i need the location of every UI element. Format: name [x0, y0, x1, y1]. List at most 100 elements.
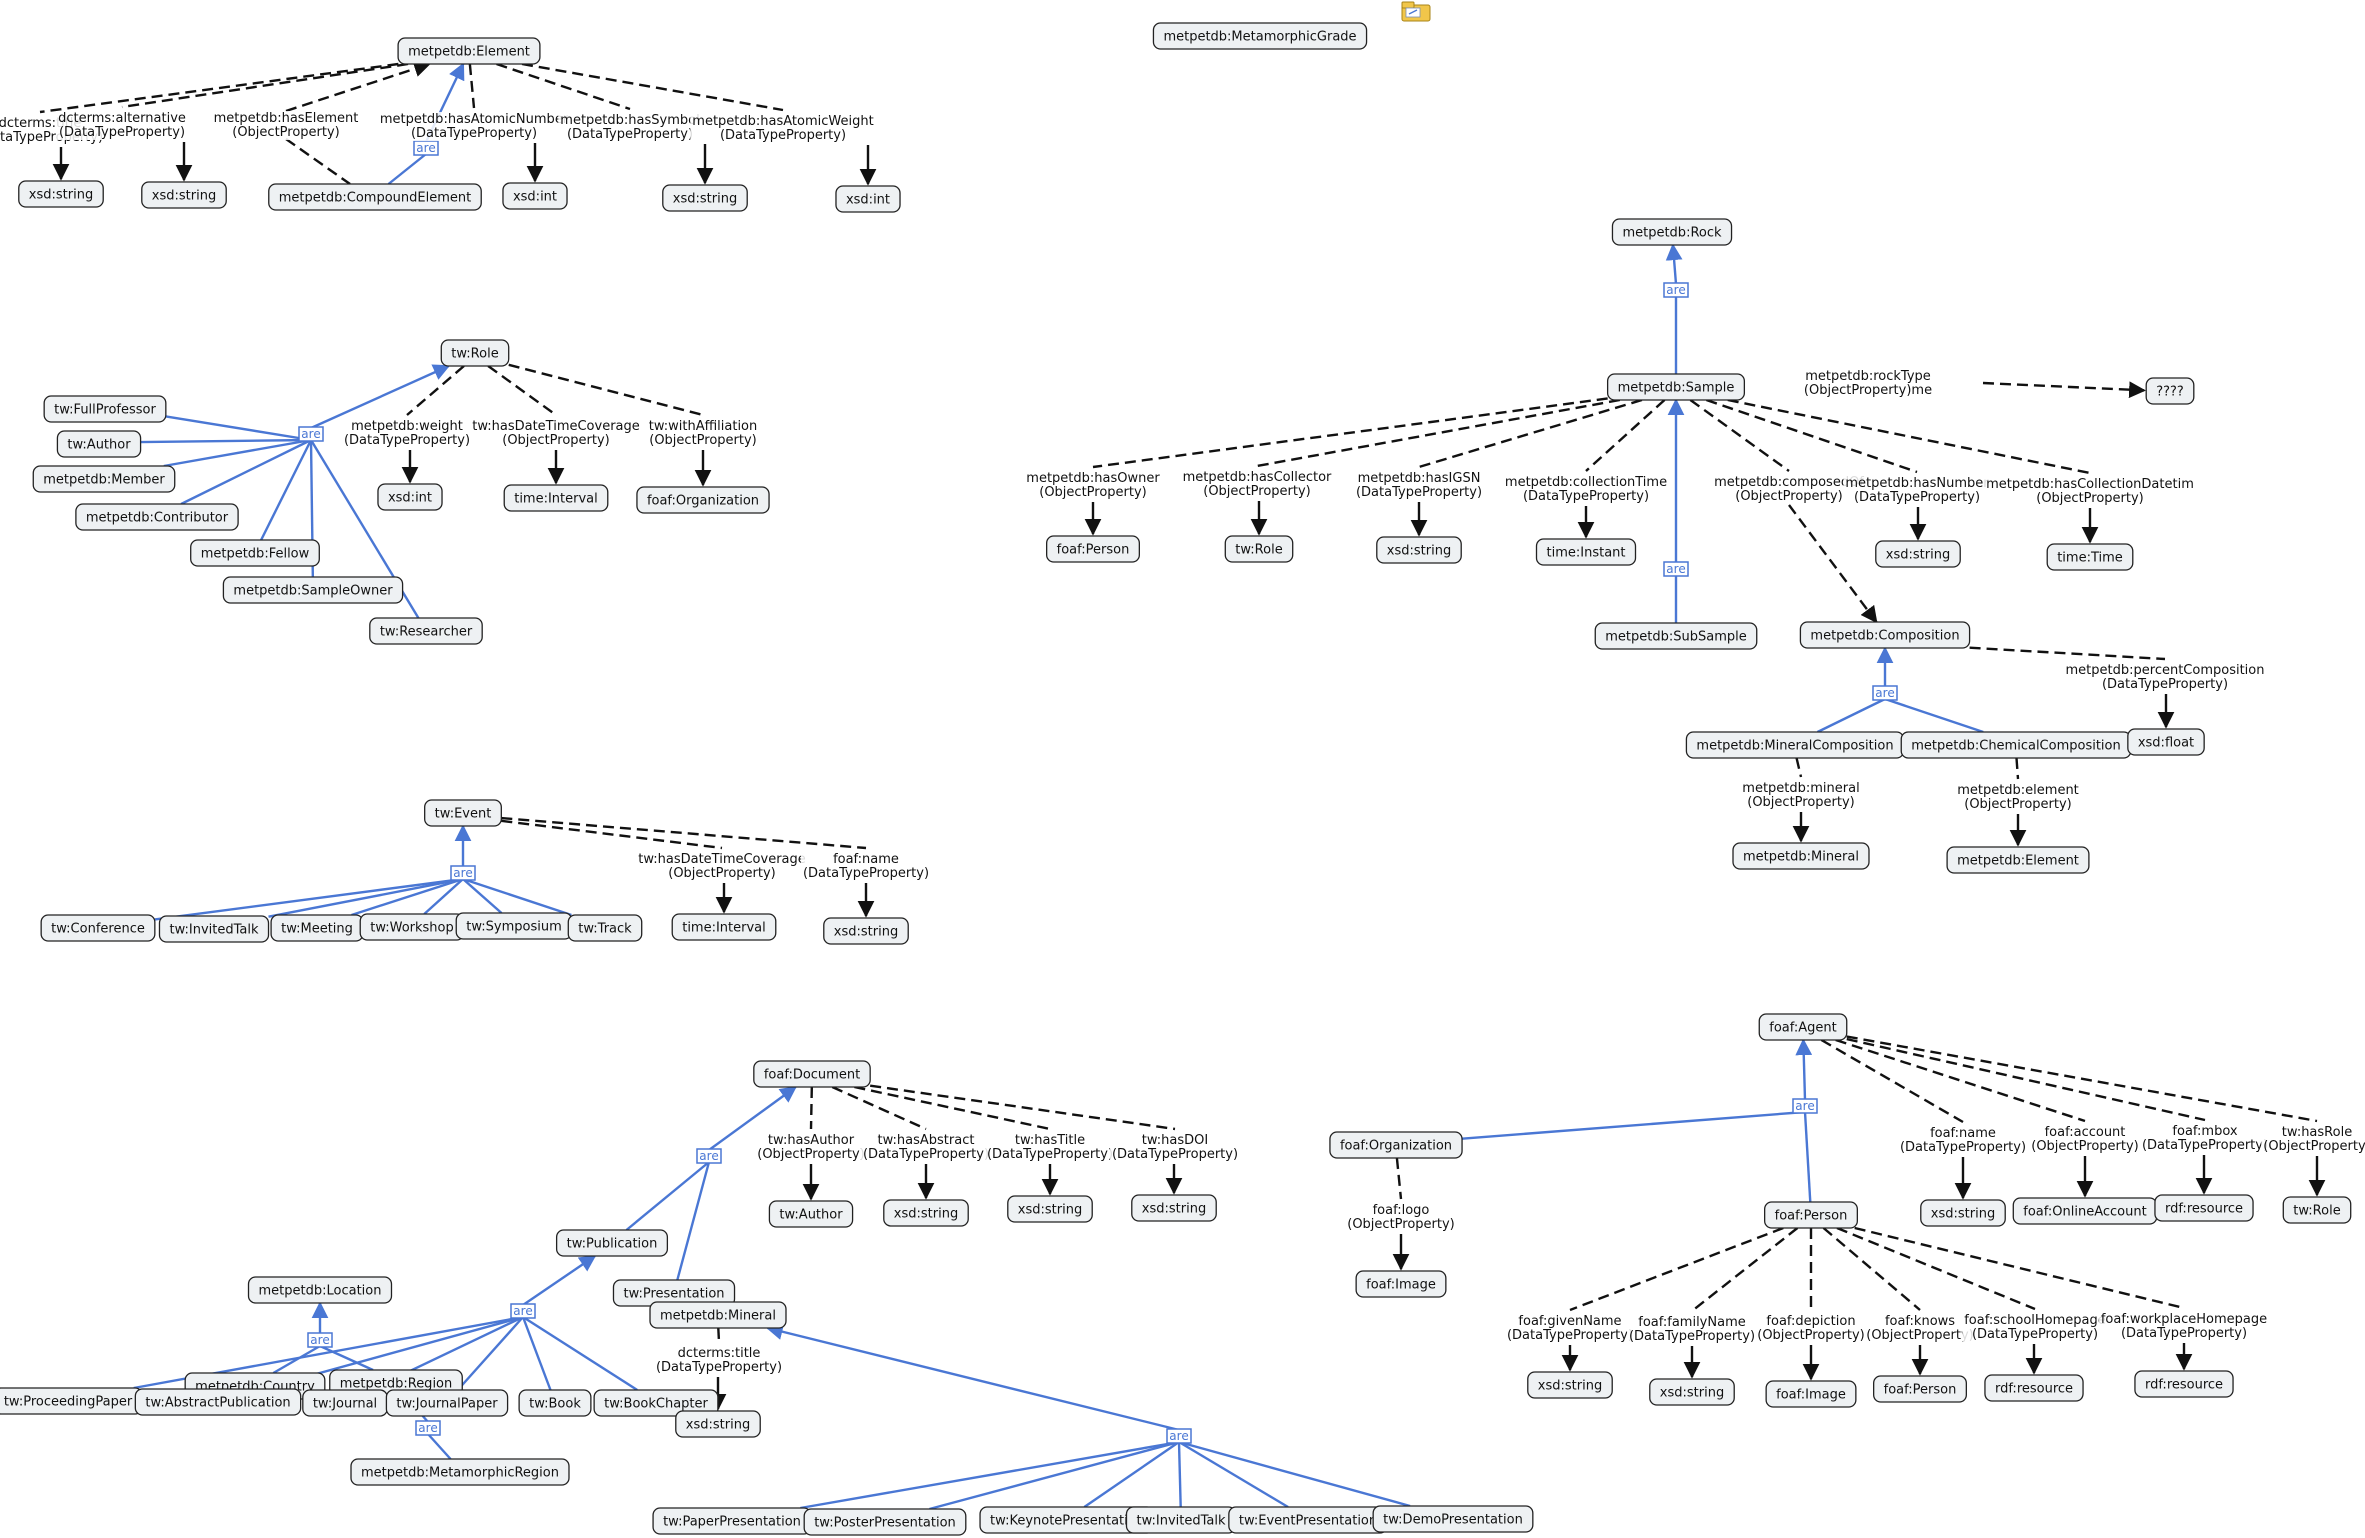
class-node-xs9[interactable]: xsd:string: [1131, 1194, 1217, 1222]
class-node-fprof[interactable]: tw:FullProfessor: [43, 395, 167, 423]
node-label: tw:Symposium: [466, 920, 562, 935]
class-node-mincomp[interactable]: metpetdb:MineralComposition: [1685, 731, 1905, 759]
class-node-itk2[interactable]: tw:InvitedTalk: [1125, 1506, 1237, 1534]
relation-label-r37: foaf:schoolHomepage(DataTypeProperty): [1962, 1313, 2108, 1342]
class-node-loc[interactable]: metpetdb:Location: [247, 1276, 393, 1304]
class-node-ap[interactable]: tw:AbstractPublication: [134, 1388, 302, 1416]
labels-layer: arearearearearearearearearearearearedcte…: [0, 111, 2365, 1444]
node-label: xsd:string: [152, 189, 216, 204]
class-node-rdf1[interactable]: rdf:resource: [2154, 1194, 2254, 1222]
class-node-fimg2[interactable]: foaf:Image: [1765, 1380, 1857, 1408]
relation-label-line: (DataTypeProperty): [1507, 1328, 1633, 1343]
class-node-comp[interactable]: metpetdb:Composition: [1799, 621, 1971, 649]
class-node-unk[interactable]: ????: [2145, 377, 2195, 405]
class-node-rdf2[interactable]: rdf:resource: [1984, 1374, 2084, 1402]
node-label: tw:Book: [529, 1397, 581, 1412]
class-node-xi1[interactable]: xsd:int: [502, 182, 568, 210]
class-node-book[interactable]: tw:Book: [518, 1389, 592, 1417]
class-node-xs7[interactable]: xsd:string: [883, 1199, 969, 1227]
class-node-conf[interactable]: tw:Conference: [40, 914, 156, 942]
relation-label-r13: metpetdb:hasNumber(DataTypeProperty): [1843, 476, 1992, 505]
folder-icon[interactable]: [1401, 1, 1431, 22]
class-node-oacc[interactable]: foaf:OnlineAccount: [2012, 1197, 2158, 1225]
class-node-ce[interactable]: metpetdb:CompoundElement: [268, 183, 482, 211]
class-node-meet[interactable]: tw:Meeting: [270, 914, 364, 942]
class-node-sample[interactable]: metpetdb:Sample: [1606, 373, 1746, 401]
class-node-xs3[interactable]: xsd:string: [662, 184, 748, 212]
class-node-postp[interactable]: tw:PosterPresentation: [803, 1508, 967, 1536]
class-node-xs10[interactable]: xsd:string: [675, 1410, 761, 1438]
class-node-so[interactable]: metpetdb:SampleOwner: [222, 576, 404, 604]
svg-text:are: are: [513, 1304, 532, 1318]
class-node-tauth[interactable]: tw:Author: [768, 1200, 854, 1228]
class-node-twr2[interactable]: tw:Role: [2282, 1196, 2352, 1224]
relation-label-line: metpetdb:percentComposition: [2066, 663, 2265, 678]
class-node-sub[interactable]: metpetdb:SubSample: [1594, 622, 1758, 650]
class-node-xi3[interactable]: xsd:int: [377, 483, 443, 511]
class-node-mg[interactable]: metpetdb:MetamorphicGrade: [1152, 22, 1368, 50]
class-node-fperson[interactable]: foaf:Person: [1764, 1201, 1858, 1229]
class-node-track[interactable]: tw:Track: [567, 914, 643, 942]
class-node-tint2[interactable]: time:Interval: [671, 913, 777, 941]
class-node-event[interactable]: tw:Event: [424, 799, 502, 827]
node-label: metpetdb:Element: [1957, 854, 2079, 869]
class-node-fel[interactable]: metpetdb:Fellow: [190, 539, 320, 567]
class-node-work[interactable]: tw:Workshop: [359, 913, 465, 941]
class-node-xs4[interactable]: xsd:string: [1376, 536, 1462, 564]
class-node-rdf3[interactable]: rdf:resource: [2134, 1370, 2234, 1398]
class-node-xs12[interactable]: xsd:string: [1527, 1371, 1613, 1399]
class-node-tt[interactable]: time:Time: [2046, 543, 2134, 571]
class-node-xs1[interactable]: xsd:string: [18, 180, 104, 208]
class-node-xs8[interactable]: xsd:string: [1007, 1195, 1093, 1223]
class-node-xs11[interactable]: xsd:string: [1920, 1199, 2006, 1227]
class-node-evp[interactable]: tw:EventPresentation: [1228, 1506, 1388, 1534]
class-node-bch[interactable]: tw:BookChapter: [593, 1389, 719, 1417]
class-node-fp1[interactable]: foaf:Person: [1046, 535, 1140, 563]
class-node-pub[interactable]: tw:Publication: [555, 1229, 669, 1257]
class-node-mem[interactable]: metpetdb:Member: [32, 465, 176, 493]
class-node-xs2[interactable]: xsd:string: [141, 181, 227, 209]
class-node-jour[interactable]: tw:Journal: [302, 1389, 388, 1417]
class-node-symp[interactable]: tw:Symposium: [455, 912, 573, 940]
class-node-fimg1[interactable]: foaf:Image: [1355, 1270, 1447, 1298]
class-node-tint1[interactable]: time:Interval: [503, 484, 609, 512]
edges-layer: [39, 60, 2326, 1511]
class-node-agent[interactable]: foaf:Agent: [1758, 1013, 1848, 1041]
class-node-xf[interactable]: xsd:float: [2127, 728, 2205, 756]
class-node-itk1[interactable]: tw:InvitedTalk: [158, 915, 270, 943]
class-node-jp[interactable]: tw:JournalPaper: [385, 1389, 509, 1417]
class-node-xi2[interactable]: xsd:int: [835, 185, 901, 213]
class-node-xs5[interactable]: xsd:string: [1875, 540, 1961, 568]
svg-text:metpetdb:weight(DataTypeProper: metpetdb:weight(DataTypeProperty): [344, 419, 470, 448]
svg-text:are: are: [1169, 1429, 1188, 1443]
class-node-res[interactable]: tw:Researcher: [369, 617, 483, 645]
class-node-auth[interactable]: tw:Author: [56, 430, 142, 458]
class-node-forg2[interactable]: foaf:Organization: [1329, 1131, 1463, 1159]
class-node-role[interactable]: tw:Role: [440, 339, 510, 367]
svg-text:metpetdb:hasCollector(ObjectPr: metpetdb:hasCollector(ObjectProperty): [1183, 470, 1332, 499]
class-node-me[interactable]: metpetdb:Element: [1946, 846, 2090, 874]
class-node-xs13[interactable]: xsd:string: [1649, 1378, 1735, 1406]
class-node-mm[interactable]: metpetdb:Mineral: [1732, 842, 1870, 870]
class-node-el[interactable]: metpetdb:Element: [397, 37, 541, 65]
class-node-twr1[interactable]: tw:Role: [1224, 535, 1294, 563]
class-node-rock[interactable]: metpetdb:Rock: [1611, 218, 1733, 246]
relation-edge-r18: [401, 365, 465, 484]
svg-text:metpetdb:collectionTime(DataTy: metpetdb:collectionTime(DataTypeProperty…: [1505, 475, 1667, 504]
node-label: tw:Track: [578, 922, 632, 937]
class-node-fp2[interactable]: foaf:Person: [1873, 1375, 1967, 1403]
class-node-contrib[interactable]: metpetdb:Contributor: [75, 503, 239, 531]
relation-label-r28: foaf:name(DataTypeProperty): [1897, 1126, 2029, 1155]
class-node-ti[interactable]: time:Instant: [1535, 538, 1637, 566]
svg-text:are: are: [418, 1421, 437, 1435]
class-node-xs6[interactable]: xsd:string: [823, 917, 909, 945]
class-node-keyp[interactable]: tw:KeynotePresentation: [979, 1506, 1155, 1534]
class-node-chemcomp[interactable]: metpetdb:ChemicalComposition: [1900, 731, 2132, 759]
class-node-mreg[interactable]: metpetdb:MetamorphicRegion: [350, 1458, 570, 1486]
class-node-pp[interactable]: tw:ProceedingPaper: [0, 1387, 143, 1415]
class-node-doc[interactable]: foaf:Document: [753, 1060, 871, 1088]
class-node-forg1[interactable]: foaf:Organization: [636, 486, 770, 514]
class-node-demo[interactable]: tw:DemoPresentation: [1372, 1505, 1534, 1533]
class-node-mineral2[interactable]: metpetdb:Mineral: [649, 1301, 787, 1329]
class-node-ppres[interactable]: tw:PaperPresentation: [652, 1507, 812, 1535]
